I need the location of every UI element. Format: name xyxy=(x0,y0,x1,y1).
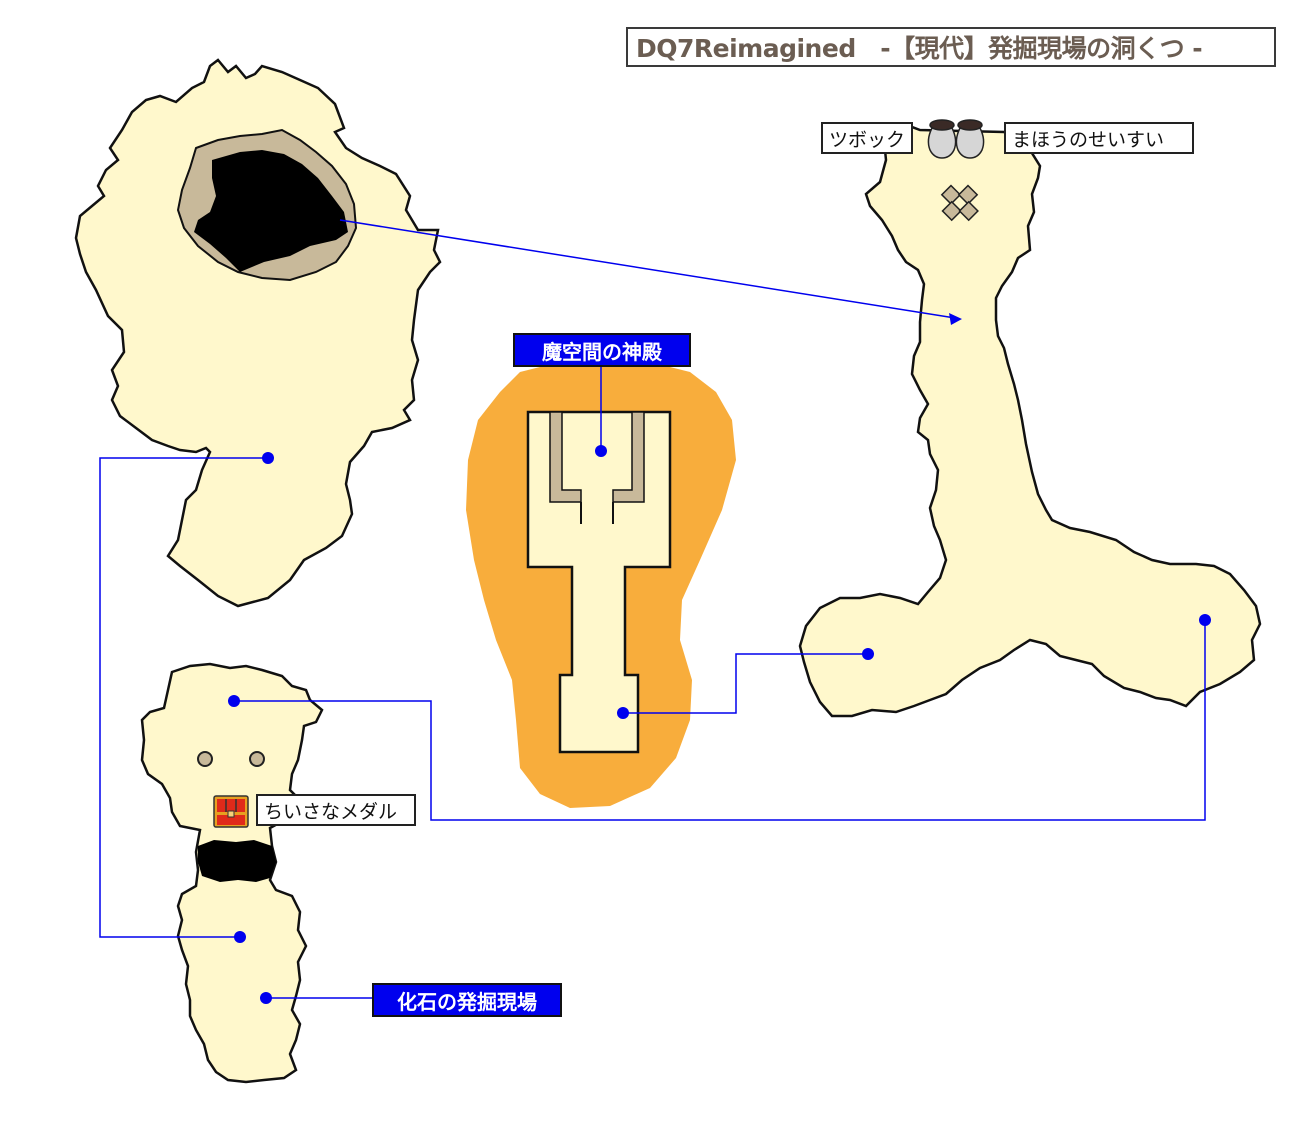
boulder-icon xyxy=(197,751,213,767)
treasure-chest-icon[interactable] xyxy=(213,795,249,828)
pot-icon[interactable] xyxy=(927,119,957,159)
warp-point-icon[interactable] xyxy=(228,445,1211,1004)
connection-lines xyxy=(99,219,1206,999)
item-label-mini-medal: ちいさなメダル xyxy=(256,794,416,826)
pit-hole xyxy=(194,150,348,272)
place-label-temple: 魔空間の神殿 xyxy=(513,333,691,367)
area-right-cave xyxy=(798,119,1262,718)
arrow-head-icon xyxy=(949,313,962,325)
item-label-tsubokku: ツボック xyxy=(821,122,914,154)
area-upper-left-cave xyxy=(74,58,442,608)
pit-gap xyxy=(198,840,276,882)
stairs-tile-icon[interactable] xyxy=(940,184,979,222)
area-lower-left-cave xyxy=(140,662,324,1084)
place-label-dig-site: 化石の発掘現場 xyxy=(372,983,562,1017)
boulder-icon xyxy=(249,751,265,767)
map-title: DQ7Reimagined -【現代】発掘現場の洞くつ - xyxy=(626,27,1276,67)
pot-icon[interactable] xyxy=(955,119,985,159)
item-label-holy-water: まほうのせいすい xyxy=(1004,122,1194,154)
area-temple xyxy=(466,360,736,808)
